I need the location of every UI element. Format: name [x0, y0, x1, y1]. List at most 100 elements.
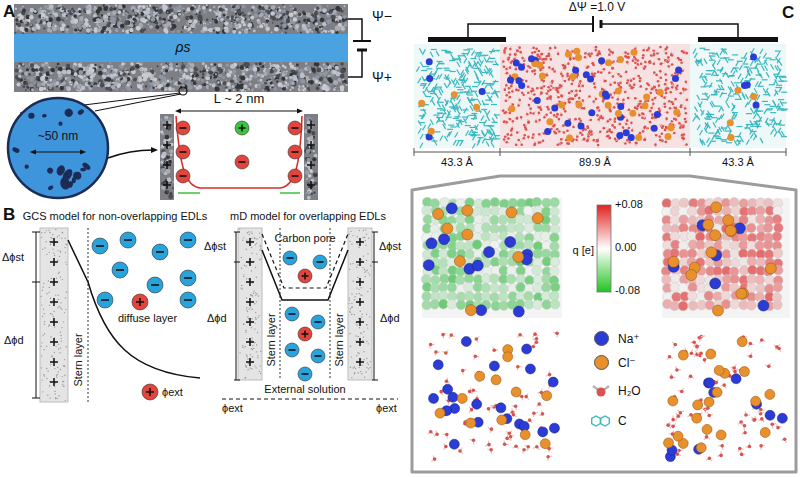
porous-electrode — [206, 4, 208, 6]
porous-electrode — [188, 18, 190, 20]
porous-electrode — [176, 63, 178, 65]
pore-schematic — [312, 132, 315, 135]
porous-electrode — [82, 24, 86, 28]
gcs-model — [52, 248, 53, 249]
porous-electrode — [149, 88, 153, 92]
porous-electrode — [161, 73, 163, 75]
porous-electrode — [68, 72, 70, 74]
porous-electrode — [194, 19, 196, 21]
porous-electrode — [309, 89, 311, 91]
porous-electrode — [133, 18, 136, 21]
porous-electrode — [96, 18, 100, 22]
porous-electrode — [271, 5, 276, 10]
porous-electrode — [263, 72, 267, 76]
porous-electrode — [102, 75, 106, 79]
porous-electrode — [343, 5, 345, 7]
porous-electrode — [62, 31, 64, 33]
porous-electrode — [194, 85, 196, 87]
porous-electrode — [55, 66, 57, 68]
porous-electrode — [78, 75, 80, 77]
porous-electrode — [107, 77, 112, 82]
porous-electrode — [121, 62, 124, 65]
porous-electrode — [99, 66, 101, 68]
porous-electrode — [311, 31, 313, 33]
porous-electrode — [212, 83, 215, 86]
porous-electrode — [25, 82, 28, 85]
porous-electrode — [178, 65, 181, 68]
porous-electrode — [97, 7, 102, 12]
porous-electrode — [103, 69, 105, 71]
pore-schematic — [308, 174, 312, 178]
porous-electrode — [297, 30, 299, 32]
porous-electrode — [22, 70, 24, 72]
porous-electrode — [230, 80, 233, 83]
porous-electrode — [336, 20, 339, 23]
gcs-model — [59, 272, 60, 273]
porous-electrode — [93, 15, 96, 18]
porous-electrode — [40, 7, 42, 9]
porous-electrode — [302, 28, 305, 31]
porous-electrode — [314, 12, 318, 16]
porous-electrode — [16, 23, 18, 25]
porous-electrode — [74, 19, 79, 24]
porous-electrode — [39, 73, 42, 76]
porous-electrode — [207, 67, 209, 69]
porous-electrode — [203, 67, 205, 69]
porous-electrode — [281, 62, 283, 64]
porous-electrode — [203, 24, 206, 27]
porous-electrode — [231, 15, 235, 19]
porous-electrode — [173, 80, 176, 83]
pore-schematic — [315, 186, 317, 188]
porous-electrode — [251, 6, 254, 9]
porous-electrode — [56, 86, 58, 88]
porous-electrode — [19, 7, 22, 10]
pore-schematic — [170, 154, 173, 157]
porous-electrode — [229, 71, 232, 74]
porous-electrode — [191, 79, 193, 81]
porous-electrode — [309, 80, 313, 84]
porous-electrode — [148, 24, 150, 26]
porous-electrode — [78, 31, 80, 33]
porous-electrode — [276, 18, 279, 21]
porous-electrode — [271, 32, 273, 34]
porous-electrode — [155, 15, 157, 17]
porous-electrode — [86, 71, 91, 76]
porous-electrode — [188, 67, 191, 70]
porous-electrode — [332, 16, 334, 18]
porous-electrode — [48, 17, 53, 22]
porous-electrode — [259, 24, 263, 28]
porous-electrode — [54, 25, 57, 28]
porous-electrode — [88, 82, 91, 85]
porous-electrode — [160, 9, 163, 12]
porous-electrode — [149, 25, 153, 29]
porous-electrode — [122, 78, 127, 83]
porous-electrode — [117, 18, 120, 21]
porous-electrode — [63, 66, 65, 68]
porous-electrode — [253, 74, 258, 79]
porous-electrode — [278, 9, 281, 12]
porous-electrode — [22, 11, 25, 14]
porous-electrode — [241, 29, 243, 31]
porous-electrode — [215, 27, 220, 32]
porous-electrode — [214, 63, 217, 66]
porous-electrode — [259, 62, 262, 65]
porous-electrode — [165, 30, 169, 34]
porous-electrode — [152, 86, 154, 88]
porous-electrode — [198, 11, 201, 14]
porous-electrode — [37, 82, 42, 87]
porous-electrode — [94, 73, 96, 75]
porous-electrode — [194, 69, 197, 72]
porous-electrode — [231, 22, 232, 23]
porous-electrode — [112, 18, 115, 21]
porous-electrode — [177, 18, 180, 21]
porous-electrode — [217, 81, 219, 83]
porous-electrode — [309, 28, 311, 30]
pore-schematic — [172, 187, 174, 189]
porous-electrode — [292, 8, 294, 10]
porous-electrode — [207, 23, 209, 25]
porous-electrode — [89, 14, 91, 16]
pore-schematic — [307, 120, 311, 124]
porous-electrode — [109, 62, 111, 64]
porous-electrode — [197, 14, 202, 19]
porous-electrode — [310, 17, 315, 22]
